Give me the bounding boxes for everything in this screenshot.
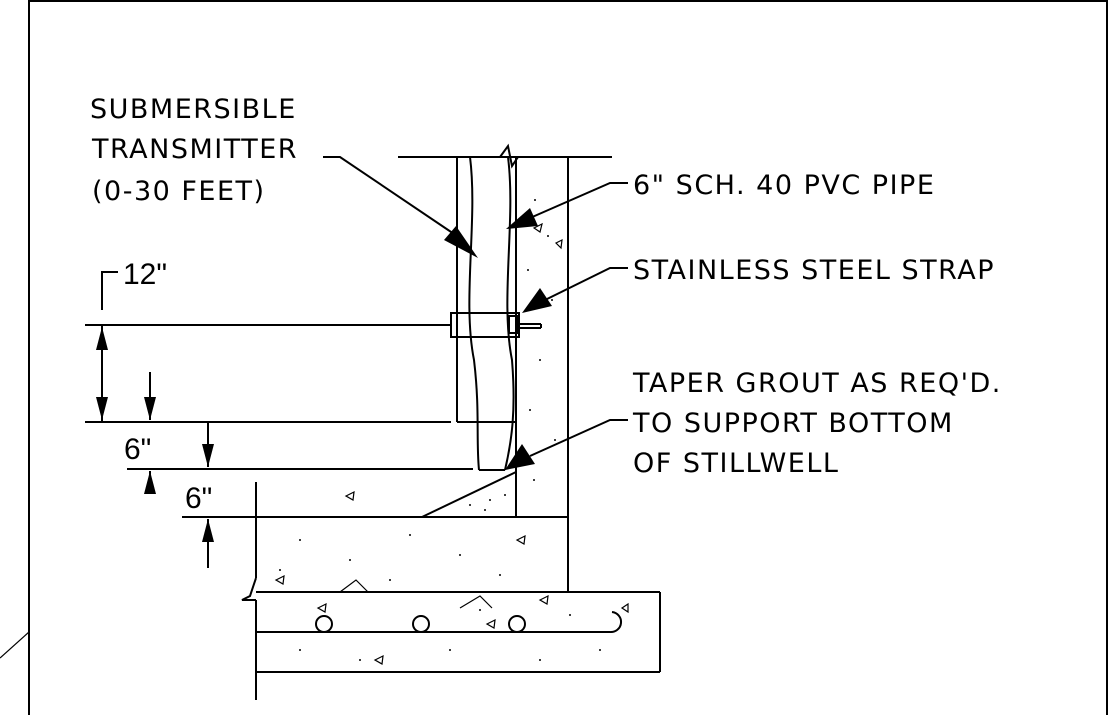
strap-label: STAINLESS STEEL STRAP — [633, 255, 995, 286]
grout-label-line-1: TAPER GROUT AS REQ'D. — [632, 368, 1002, 399]
callout-labels: SUBMERSIBLE TRANSMITTER (0-30 FEET) 6" S… — [90, 94, 1002, 479]
transmitter-label-line-3: (0-30 FEET) — [92, 176, 266, 207]
dimension-label-bottom: 6" — [185, 482, 212, 515]
concrete-stipple — [274, 199, 629, 665]
transmitter-label-line-1: SUBMERSIBLE — [90, 94, 297, 125]
dimension-label-middle: 6" — [124, 433, 151, 466]
concrete-base — [208, 471, 661, 700]
grout-label-line-2: TO SUPPORT BOTTOM — [632, 408, 954, 439]
rebar-circles — [315, 615, 526, 633]
transmitter-label-line-2: TRANSMITTER — [91, 134, 298, 165]
callout-leaders — [323, 156, 628, 470]
dimension-label-top: 12" — [123, 258, 167, 291]
grout-label-line-3: OF STILLWELL — [633, 448, 839, 479]
dimension-labels: 12" 6" 6" — [123, 258, 212, 515]
pipe-label: 6" SCH. 40 PVC PIPE — [633, 170, 935, 201]
stillwell-assembly — [398, 143, 612, 592]
dimension-lines — [85, 271, 473, 568]
